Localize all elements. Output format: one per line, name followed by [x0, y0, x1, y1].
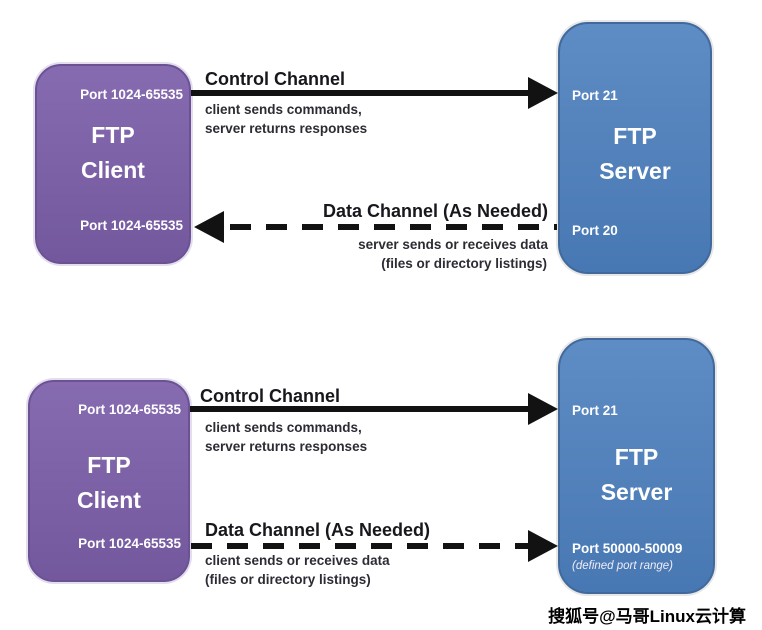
control-channel-caption-2: server returns responses	[205, 439, 368, 454]
server-port-range-note: (defined port range)	[572, 560, 674, 572]
server-title-line2: Server	[600, 479, 673, 505]
client-port-top-label: Port 1024-65535	[80, 87, 183, 102]
client-title: FTP Client	[37, 118, 189, 188]
ftp-client-box-top: Port 1024-65535 FTP Client Port 1024-655…	[35, 64, 191, 264]
ftp-server-box-top: Port 21 FTP Server Port 20	[558, 22, 712, 274]
arrow-left-icon	[194, 211, 224, 243]
ftp-client-box-bottom: Port 1024-65535 FTP Client Port 1024-655…	[28, 380, 190, 582]
server-port-top-label: Port 21	[572, 88, 618, 103]
data-channel-label: Data Channel (As Needed)	[322, 201, 548, 221]
arrow-right-icon	[528, 77, 558, 109]
client-title-line2: Client	[77, 487, 141, 513]
client-port-bottom-label: Port 1024-65535	[80, 218, 183, 233]
data-channel-label: Data Channel (As Needed)	[205, 520, 431, 540]
client-title: FTP Client	[30, 448, 188, 518]
server-title-line2: Server	[599, 158, 671, 184]
data-channel-caption-1: server sends or receives data	[358, 237, 548, 252]
control-channel-caption-2: server returns responses	[205, 121, 368, 136]
data-channel-dashed-line	[191, 543, 528, 549]
ftp-server-box-bottom: Port 21 FTP Server Port 50000-50009 (def…	[558, 338, 715, 594]
server-title: FTP Server	[560, 119, 710, 189]
server-title-line1: FTP	[613, 123, 657, 149]
control-channel-caption-1: client sends commands,	[205, 420, 362, 435]
client-title-line1: FTP	[91, 122, 135, 148]
control-channel-label: Control Channel	[200, 386, 340, 406]
client-title-line1: FTP	[87, 452, 131, 478]
client-port-top-label: Port 1024-65535	[78, 402, 181, 417]
control-channel-caption-1: client sends commands,	[205, 102, 362, 117]
client-title-line2: Client	[81, 157, 145, 183]
control-channel-arrow-line	[190, 406, 528, 412]
server-title-line1: FTP	[614, 444, 659, 470]
data-channel-caption-2: (files or directory listings)	[205, 572, 371, 587]
server-port-top-label: Port 21	[572, 403, 618, 418]
server-port-bottom-label: Port 50000-50009	[572, 541, 683, 556]
data-channel-dashed-line	[230, 224, 557, 230]
server-title: FTP Server	[560, 440, 713, 510]
control-channel-arrow-line	[191, 90, 528, 96]
client-port-bottom-label: Port 1024-65535	[78, 536, 181, 551]
data-channel-caption-2: (files or directory listings)	[381, 256, 547, 271]
server-port-bottom-label: Port 20	[572, 223, 618, 238]
watermark-text: 搜狐号@马哥Linux云计算	[548, 607, 746, 626]
arrow-right-icon	[528, 530, 558, 562]
control-channel-label: Control Channel	[205, 69, 345, 89]
arrow-right-icon	[528, 393, 558, 425]
data-channel-caption-1: client sends or receives data	[205, 553, 390, 568]
